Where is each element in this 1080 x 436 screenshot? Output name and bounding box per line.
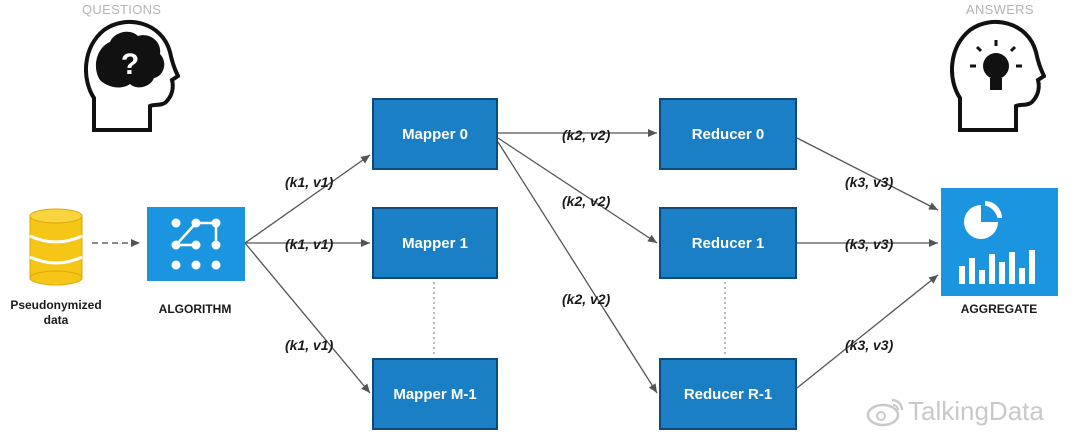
watermark-text: TalkingData xyxy=(908,396,1044,426)
edge-label-reducerR-aggregate: (k3, v3) xyxy=(845,337,894,353)
reducer-1-node: Reducer 1 xyxy=(659,207,797,279)
aggregate-chart-icon xyxy=(941,188,1058,296)
arrow-mapper-reducer1 xyxy=(497,137,658,244)
mapper-0-node: Mapper 0 xyxy=(372,98,498,170)
edge-label-algo-mapper1: (k1, v1) xyxy=(285,236,334,252)
source-label-line1: Pseudonymized xyxy=(10,298,102,312)
edge-label-reducer0-aggregate: (k3, v3) xyxy=(845,174,894,190)
reducer-r-1-node: Reducer R-1 xyxy=(659,358,797,430)
reducer-0-node: Reducer 0 xyxy=(659,98,797,170)
svg-text:?: ? xyxy=(121,48,139,81)
edge-label-mapper-reducerR: (k2, v2) xyxy=(562,291,611,307)
arrow-mapper-reducerR xyxy=(497,141,658,394)
mapper-m-1-node: Mapper M-1 xyxy=(372,358,498,430)
arrow-algo-mapperM xyxy=(244,242,371,394)
edge-label-mapper-reducer1: (k2, v2) xyxy=(562,193,611,209)
answers-header: ANSWERS xyxy=(966,2,1034,17)
arrow-reducerR-aggregate xyxy=(796,274,939,389)
aggregate-label: AGGREGATE xyxy=(960,302,1038,316)
database-icon xyxy=(29,208,83,286)
edge-label-mapper-reducer0: (k2, v2) xyxy=(562,127,611,143)
arrow-reducer0-aggregate xyxy=(796,137,939,211)
edge-label-algo-mapperM: (k1, v1) xyxy=(285,337,334,353)
lightbulb-head-icon xyxy=(950,20,1046,132)
mapper-1-node: Mapper 1 xyxy=(372,207,498,279)
arrow-algo-mapper0 xyxy=(244,154,371,244)
algorithm-label: ALGORITHM xyxy=(158,302,232,316)
questions-header: QUESTIONS xyxy=(82,2,162,17)
edge-label-algo-mapper0: (k1, v1) xyxy=(285,174,334,190)
algorithm-network-icon xyxy=(147,207,245,281)
source-label-line2: data xyxy=(43,313,69,327)
weibo-icon xyxy=(866,398,904,427)
brain-question-head-icon: ? xyxy=(84,20,180,132)
source-label: Pseudonymized data xyxy=(4,298,108,328)
edge-label-reducer1-aggregate: (k3, v3) xyxy=(845,236,894,252)
